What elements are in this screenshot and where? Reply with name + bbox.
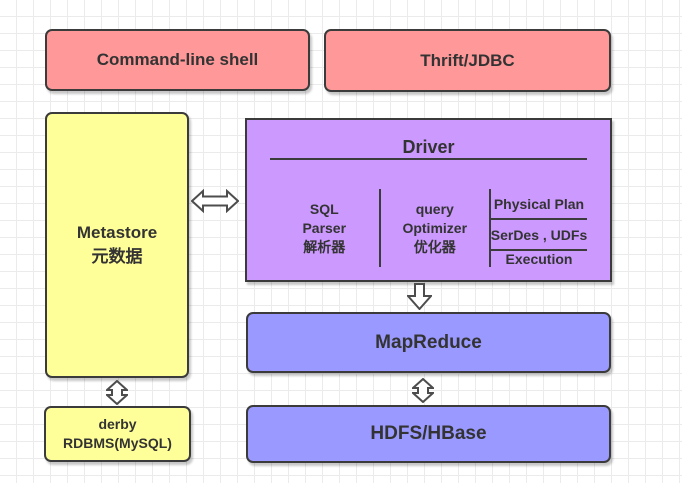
query-optimizer-line1: query [415,200,454,217]
metastore-label-line2: 元数据 [91,247,143,266]
derby-label-line1: derby [98,416,137,432]
driver-header: Driver [269,136,588,160]
driver-label: Driver [402,136,455,157]
node-command-line-shell: Command-line shell [45,29,310,91]
node-driver: Driver SQL Parser 解析器 query Optimizer 优化… [245,118,612,282]
node-serdes-udfs: SerDes , UDFs [490,220,588,251]
hdfs-hbase-label: HDFS/HBase [370,423,487,444]
sql-parser-line1: SQL [309,200,339,217]
node-thrift-jdbc: Thrift/JDBC [324,29,611,92]
node-physical-plan: Physical Plan [490,189,588,220]
execution-label: Execution [505,251,573,267]
serdes-udfs-label: SerDes , UDFs [490,226,588,243]
mapreduce-hdfs-bidirectional-arrow-icon [412,378,434,403]
driver-right-column: Physical Plan SerDes , UDFs Execution [490,189,588,267]
metastore-derby-bidirectional-arrow-icon [106,380,128,405]
driver-body: SQL Parser 解析器 query Optimizer 优化器 Physi… [270,189,588,267]
node-query-optimizer: query Optimizer 优化器 [381,189,491,267]
command-line-shell-label: Command-line shell [96,50,259,69]
node-hdfs-hbase: HDFS/HBase [246,405,611,463]
query-optimizer-line2: Optimizer [402,219,468,236]
node-mapreduce: MapReduce [246,312,611,373]
node-sql-parser: SQL Parser 解析器 [270,189,381,267]
physical-plan-label: Physical Plan [493,195,585,212]
query-optimizer-line3: 优化器 [413,238,456,255]
metastore-label-line1: Metastore [76,223,158,242]
node-execution: Execution [491,251,587,267]
sql-parser-line2: Parser [302,219,347,236]
mapreduce-label: MapReduce [375,331,482,353]
derby-label-line2: RDBMS(MySQL) [63,435,172,451]
driver-mapreduce-down-arrow-icon [407,283,432,310]
node-metastore: Metastore 元数据 [45,112,189,378]
sql-parser-line3: 解析器 [303,238,346,255]
thrift-jdbc-label: Thrift/JDBC [420,50,515,70]
metastore-driver-bidirectional-arrow-icon [191,189,239,213]
node-derby-rdbms: derby RDBMS(MySQL) [44,406,191,462]
